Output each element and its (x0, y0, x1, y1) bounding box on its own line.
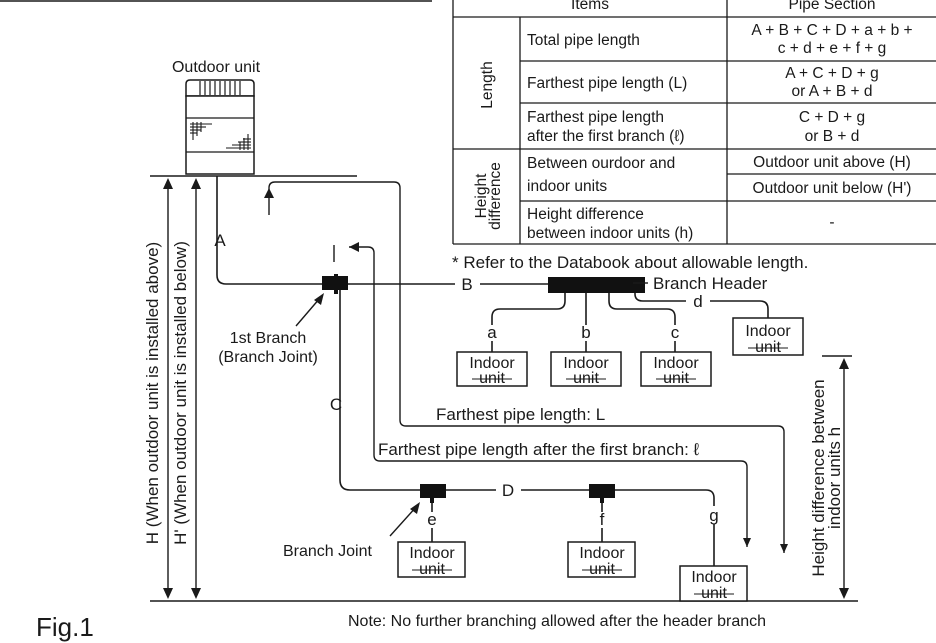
svg-text:unit: unit (663, 370, 689, 387)
pipe-label-A: A (214, 231, 226, 250)
svg-text:unit: unit (701, 585, 727, 602)
pipe-label-D: D (502, 481, 514, 500)
height-hp-label: H' (When outdoor unit is installed below… (171, 241, 190, 545)
pipe-label-e: e (427, 510, 436, 529)
allowable-length-table (452, 0, 936, 245)
branch-joint-f (589, 484, 615, 498)
svg-text:Indoor: Indoor (691, 569, 737, 586)
height-indoor-label-1: Height difference between (809, 379, 828, 576)
farthest-l-line (268, 181, 788, 553)
table-after-first-value-2: or B + d (805, 128, 860, 145)
table-after-first-value-1: C + D + g (799, 109, 865, 126)
svg-text:Indoor: Indoor (469, 355, 515, 372)
table-after-first-label-1: Farthest pipe length (527, 109, 664, 126)
bottom-note: Note: No further branching allowed after… (348, 613, 766, 630)
refrigerant-pipes (216, 176, 769, 566)
table-header-section: Pipe Section (788, 0, 875, 13)
pipe-label-b: b (581, 323, 590, 342)
branch-header-label: Branch Header (653, 274, 768, 293)
pipe-label-d: d (693, 292, 702, 311)
indoor-unit-b: Indoor unit (550, 351, 622, 387)
farthest-after-first-label: Farthest pipe length after the first bra… (378, 440, 700, 459)
table-farthest-value-1: A + C + D + g (785, 65, 878, 82)
indoor-unit-d: Indoor unit (732, 317, 804, 356)
branch-joint-e (420, 484, 446, 498)
databook-note: * Refer to the Databook about allowable … (452, 253, 808, 272)
indoor-unit-c: Indoor unit (640, 351, 712, 387)
first-branch-label-2: (Branch Joint) (218, 349, 318, 366)
first-branch-label-1: 1st Branch (230, 330, 306, 347)
branch-joint-label: Branch Joint (283, 543, 372, 560)
pipe-label-c: c (671, 323, 680, 342)
table-farthest-label: Farthest pipe length (L) (527, 75, 687, 92)
table-after-first-label-2: after the first branch (ℓ) (527, 128, 684, 145)
branch-header (548, 277, 645, 293)
pipe-label-C: C (330, 395, 342, 414)
table-group-height-2: difference (487, 162, 504, 230)
svg-text:Indoor: Indoor (409, 545, 455, 562)
table-farthest-value-2: or A + B + d (791, 83, 872, 100)
svg-text:unit: unit (419, 561, 445, 578)
indoor-unit-g: Indoor unit (679, 565, 748, 602)
table-total-value-1: A + B + C + D + a + b + (751, 22, 912, 39)
table-indoor-diff-label-2: between indoor units (h) (527, 225, 693, 242)
svg-text:Indoor: Indoor (563, 355, 609, 372)
farthest-l-label: Farthest pipe length: L (436, 405, 605, 424)
indoor-unit-a: Indoor unit (456, 351, 528, 387)
pipe-label-B: B (461, 275, 472, 294)
svg-text:unit: unit (589, 561, 615, 578)
pipe-label-f: f (600, 510, 605, 529)
svg-text:unit: unit (573, 370, 599, 387)
svg-text:Indoor: Indoor (579, 545, 625, 562)
indoor-unit-e: Indoor unit (397, 541, 466, 578)
table-between-label-2: indoor units (527, 178, 607, 195)
table-total-value-2: c + d + e + f + g (778, 40, 887, 57)
table-header-items: Items (571, 0, 609, 13)
table-indoor-diff-value: - (829, 214, 834, 231)
table-group-height-1: Height (473, 173, 490, 218)
svg-text:unit: unit (479, 370, 505, 387)
height-indoor-label-2: indoor units h (825, 427, 844, 529)
svg-text:Indoor: Indoor (745, 323, 791, 340)
svg-text:unit: unit (755, 339, 781, 356)
table-between-label-1: Between ourdoor and (527, 155, 675, 172)
outdoor-unit-label: Outdoor unit (172, 59, 261, 76)
table-indoor-diff-label-1: Height difference (527, 206, 644, 223)
table-total-label: Total pipe length (527, 32, 640, 49)
svg-text:Indoor: Indoor (653, 355, 699, 372)
table-group-length: Length (479, 61, 496, 108)
pipe-label-g: g (709, 506, 718, 525)
table-below-value: Outdoor unit below (H') (753, 180, 912, 197)
indoor-unit-f: Indoor unit (567, 541, 636, 578)
height-h-label: H (When outdoor unit is installed above) (143, 242, 162, 544)
table-above-value: Outdoor unit above (H) (753, 154, 911, 171)
figure-label: Fig.1 (36, 612, 94, 642)
pipe-label-a: a (487, 323, 497, 342)
outdoor-unit-icon (185, 79, 255, 175)
